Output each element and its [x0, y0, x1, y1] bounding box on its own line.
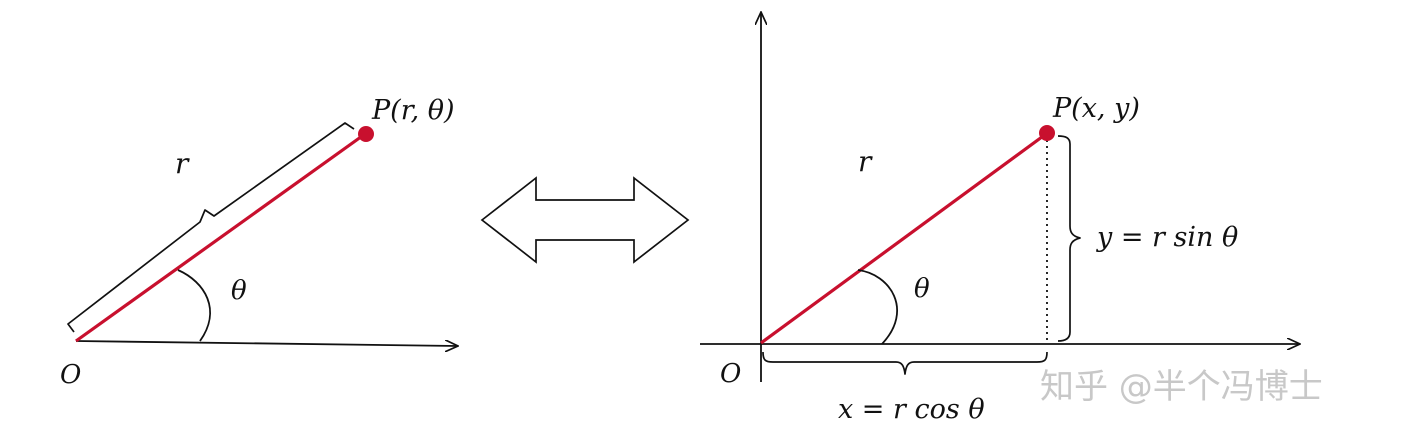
polar-angle-label: θ [231, 276, 247, 306]
y-formula-label: y = r sin θ [1096, 222, 1238, 253]
double-arrow-icon [480, 176, 690, 264]
cartesian-radius-label: r [858, 145, 873, 178]
cartesian-point-label: P(x, y) [1052, 93, 1140, 124]
polar-radius-brace [67, 122, 355, 333]
x-formula-label: x = r cos θ [838, 394, 985, 425]
polar-radius-line [75, 132, 366, 343]
watermark-text: 知乎 @半个冯博士 [1040, 367, 1323, 407]
x-brace [762, 351, 1048, 375]
polar-origin-label: O [60, 360, 81, 390]
cartesian-angle-label: θ [914, 274, 930, 304]
polar-point-label: P(r, θ) [371, 95, 455, 126]
polar-angle-arc [177, 269, 211, 342]
cartesian-angle-arc [857, 269, 899, 345]
cartesian-point [1039, 125, 1055, 141]
polar-axis [75, 341, 458, 346]
y-brace [1057, 135, 1081, 342]
polar-panel: O r θ P(r, θ) [60, 95, 458, 390]
polar-point [358, 126, 374, 142]
cartesian-panel: O r θ P(x, y) y = r sin θ x = r cos θ [700, 12, 1300, 425]
cartesian-radius-line [760, 132, 1047, 345]
cartesian-origin-label: O [720, 359, 741, 389]
polar-radius-label: r [175, 147, 190, 180]
